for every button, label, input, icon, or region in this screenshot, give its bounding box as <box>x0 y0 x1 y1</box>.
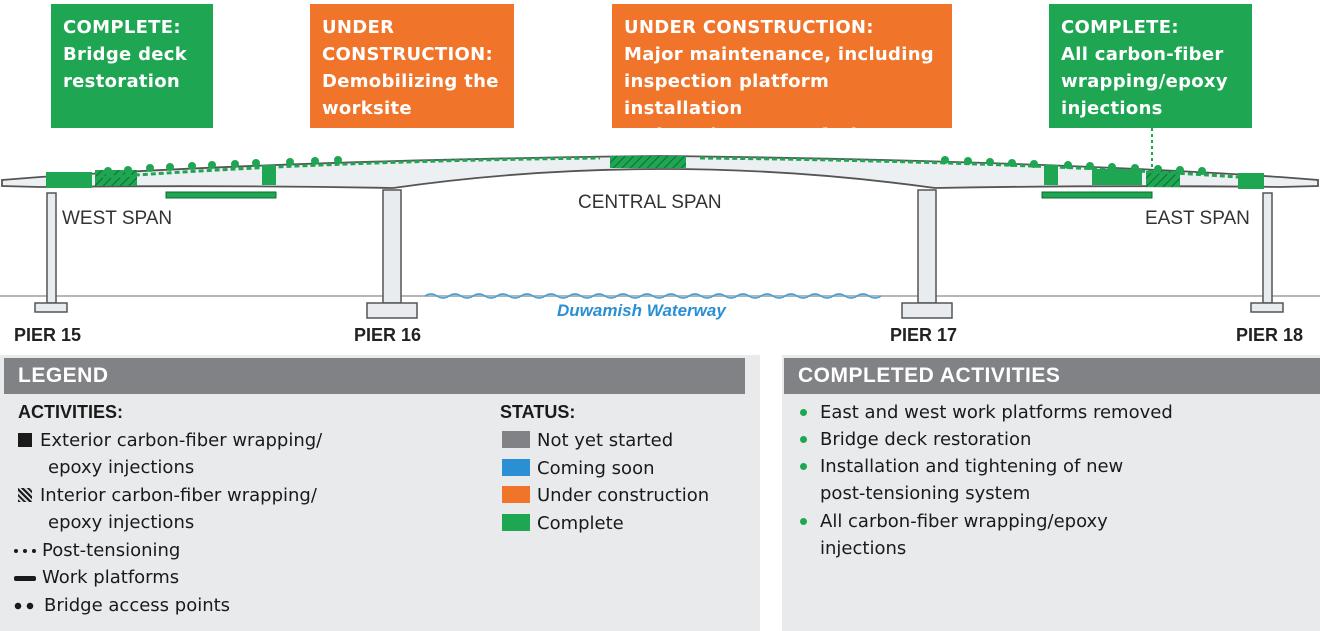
status-not-started: Not yet started <box>537 430 674 451</box>
completed-item: All carbon-fiber wrapping/epoxy injectio… <box>820 508 1108 562</box>
bullet-icon <box>800 409 807 416</box>
activities-title: ACTIVITIES: <box>18 402 124 422</box>
legend-title-bar: LEGEND <box>4 358 745 394</box>
pier-18 <box>1250 192 1284 313</box>
callout-line: and roadway resurfacing <box>624 125 884 146</box>
callout-east-complete: COMPLETE: All carbon-fiber wrapping/epox… <box>1049 4 1252 128</box>
status-swatch-coming-soon <box>502 459 530 476</box>
callout-line: restoration <box>63 71 181 92</box>
completed-line: injections <box>820 538 907 559</box>
legend-panel <box>0 355 760 631</box>
bridge-elevation-diagram: WEST SPAN CENTRAL SPAN EAST SPAN PIER 15… <box>0 128 1320 345</box>
pier-17 <box>901 189 953 319</box>
status-swatch-under-construction <box>502 486 530 503</box>
completed-item: Installation and tightening of new post-… <box>820 453 1123 507</box>
activity-line: epoxy injections <box>48 457 195 478</box>
callout-major-maintenance: UNDER CONSTRUCTION: Major maintenance, i… <box>612 4 952 146</box>
pier-15 <box>34 192 68 313</box>
callout-head: UNDER CONSTRUCTION: <box>624 17 874 38</box>
callout-head: UNDER <box>322 17 395 38</box>
status-swatch-complete <box>502 514 530 531</box>
completed-item: East and west work platforms removed <box>820 402 1173 423</box>
status-swatch-not-started <box>502 431 530 448</box>
complete-segments <box>46 156 1264 189</box>
west-span-label: WEST SPAN <box>62 208 172 229</box>
activity-line: Exterior carbon-fiber wrapping/ <box>40 430 323 451</box>
activity-interior: Interior carbon-fiber wrapping/epoxy inj… <box>16 482 317 536</box>
activity-work-platforms: Work platforms <box>14 564 179 591</box>
callout-west-complete: COMPLETE: Bridge deck restoration <box>51 4 213 128</box>
pier-16-label: PIER 16 <box>354 325 421 345</box>
completed-panel <box>782 355 1320 631</box>
callout-line: wrapping/epoxy <box>1061 71 1228 92</box>
callout-line: injections <box>1061 98 1163 119</box>
callout-line: inspection platform installation <box>624 71 830 119</box>
callout-line: Demobilizing the <box>322 71 499 92</box>
callout-line: Bridge deck <box>63 44 188 65</box>
access-points <box>104 156 1206 175</box>
activity-access-points: Bridge access points <box>14 592 230 619</box>
activity-line: Post-tensioning <box>42 540 181 561</box>
bullet-icon <box>800 518 807 525</box>
callout-line: CONSTRUCTION: <box>322 44 493 65</box>
hatched-square-icon <box>18 488 32 502</box>
bullet-icon <box>800 463 807 470</box>
bullet-icon <box>800 436 807 443</box>
completed-title-bar: COMPLETED ACTIVITIES <box>784 358 1320 394</box>
platform-icon <box>14 576 36 581</box>
waterway-label: Duwamish Waterway <box>557 301 727 320</box>
status-complete: Complete <box>537 513 624 534</box>
callout-line: Major maintenance, including <box>624 44 934 65</box>
activity-post-tensioning: Post-tensioning <box>14 537 180 564</box>
status-title: STATUS: <box>500 402 576 422</box>
post-tensioning-line-east <box>699 156 1239 179</box>
pier-17-label: PIER 17 <box>890 325 957 345</box>
solid-square-icon <box>18 433 32 447</box>
work-platform-west <box>165 191 277 199</box>
water-waves <box>424 293 882 299</box>
completed-line: All carbon-fiber wrapping/epoxy <box>820 511 1108 532</box>
activity-line: Work platforms <box>42 567 180 588</box>
activity-line: Interior carbon-fiber wrapping/ <box>40 485 317 506</box>
activity-line: epoxy injections <box>48 512 195 533</box>
callout-head: COMPLETE: <box>1061 17 1179 38</box>
status-coming-soon: Coming soon <box>537 458 655 479</box>
completed-item: Bridge deck restoration <box>820 429 1032 450</box>
status-under-construction: Under construction <box>537 485 710 506</box>
completed-line: Installation and tightening of new <box>820 456 1124 477</box>
completed-line: post-tensioning system <box>820 483 1031 504</box>
pier-16 <box>366 189 418 319</box>
callout-demobilizing: UNDER CONSTRUCTION: Demobilizing the wor… <box>310 4 514 128</box>
callout-head: COMPLETE: <box>63 17 181 38</box>
activity-line: Bridge access points <box>44 595 231 616</box>
work-platform-east <box>1041 191 1153 199</box>
callout-line: All carbon-fiber <box>1061 44 1224 65</box>
callout-line: worksite <box>322 98 412 119</box>
east-span-label: EAST SPAN <box>1145 208 1250 229</box>
activity-exterior: Exterior carbon-fiber wrapping/epoxy inj… <box>16 427 322 481</box>
central-span-label: CENTRAL SPAN <box>578 192 722 213</box>
access-dots-icon <box>14 602 38 610</box>
dashed-line-icon <box>14 549 36 553</box>
pier-15-label: PIER 15 <box>14 325 81 345</box>
pier-18-label: PIER 18 <box>1236 325 1303 345</box>
